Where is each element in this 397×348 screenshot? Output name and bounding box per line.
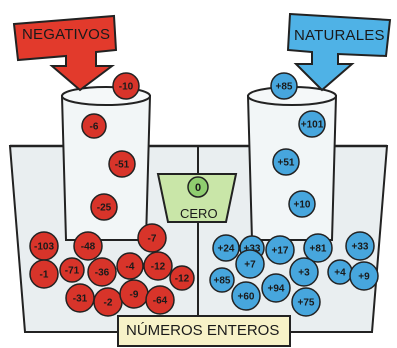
- positive-ball-label: +85: [276, 82, 293, 93]
- positive-ball-label: +7: [244, 260, 256, 271]
- positive-ball-label: +75: [298, 298, 315, 309]
- negative-ball-label: -1: [40, 270, 49, 281]
- negatives-arrow: [12, 14, 118, 92]
- positive-ball-label: +51: [278, 158, 295, 169]
- negative-ball: [143, 251, 173, 281]
- negative-ball: [112, 72, 140, 100]
- positive-ball: [291, 287, 321, 317]
- zero-cup: [156, 173, 238, 223]
- negative-ball-label: -36: [95, 268, 110, 279]
- negative-ball: [90, 193, 118, 221]
- integers-label: NÚMEROS ENTEROS: [126, 322, 280, 339]
- negative-ball-label: -12: [151, 262, 166, 273]
- negative-ball: [59, 257, 85, 283]
- positive-ball-label: +17: [272, 246, 289, 257]
- negative-ball: [73, 231, 103, 261]
- positive-ball-label: +33: [352, 242, 369, 253]
- negative-ball: [108, 150, 136, 178]
- positive-ball: [212, 234, 240, 262]
- negative-ball-label: -10: [119, 82, 134, 93]
- positive-ball: [303, 233, 333, 263]
- negative-ball: [169, 265, 195, 291]
- positive-ball: [209, 267, 235, 293]
- positive-ball-label: +85: [214, 276, 231, 287]
- positive-ball-label: +4: [334, 268, 346, 279]
- zero-label: CERO: [180, 206, 218, 221]
- negative-ball-label: -31: [73, 294, 88, 305]
- positive-ball-label: +10: [294, 200, 311, 211]
- positive-ball: [272, 148, 300, 176]
- negative-ball-label: -103: [34, 242, 54, 253]
- negative-ball-label: -7: [148, 234, 157, 245]
- positive-ball-label: +81: [310, 244, 327, 255]
- negatives-label: NEGATIVOS: [22, 26, 111, 43]
- positive-ball: [235, 249, 265, 279]
- negative-ball: [137, 223, 167, 253]
- integers-banner: [117, 315, 291, 347]
- negative-ball-label: -6: [90, 122, 99, 133]
- positive-ball: [349, 261, 379, 291]
- positive-ball: [298, 110, 326, 138]
- negative-ball: [81, 113, 107, 139]
- negative-ball-label: -12: [175, 274, 190, 285]
- positive-ball-label: +3: [298, 268, 310, 279]
- naturals-arrow: [286, 12, 392, 92]
- negative-ball: [116, 252, 144, 280]
- negative-ball-label: -25: [97, 203, 112, 214]
- naturals-label: NATURALES: [294, 27, 385, 44]
- negative-ball-label: -51: [115, 160, 130, 171]
- positive-ball-label: +33: [244, 244, 261, 255]
- positive-ball-label: +101: [301, 120, 324, 131]
- negative-ball: [87, 257, 117, 287]
- positive-ball: [265, 235, 295, 265]
- positive-ball: [261, 273, 291, 303]
- negative-ball-label: -71: [65, 266, 80, 277]
- negative-balls: -10 -6 -51 -25 -103 -48 -7 -1 -71 -36 -4 -12 -31 -2 -9…: [29, 72, 195, 317]
- negative-ball: [29, 259, 59, 289]
- positive-ball: [231, 281, 261, 311]
- positive-ball: [345, 231, 375, 261]
- positive-ball: [288, 190, 316, 218]
- zero-ball-label: 0: [195, 182, 201, 194]
- negative-ball-label: -4: [126, 262, 135, 273]
- negative-ball: [145, 285, 175, 315]
- positive-balls: +85 +101 +51 +10 +24 +33 +17 +81 +33 +7 +3 +4 +9 +85 +…: [209, 72, 379, 317]
- negative-ball-label: -64: [153, 296, 168, 307]
- zero-ball: [187, 176, 209, 198]
- positive-ball-label: +60: [238, 292, 255, 303]
- positive-ball-label: +94: [268, 284, 285, 295]
- positive-ball-label: +24: [218, 244, 235, 255]
- negative-ball-label: -2: [104, 298, 113, 309]
- negative-ball-label: -9: [130, 290, 139, 301]
- positive-ball-label: +9: [358, 272, 370, 283]
- positive-ball: [289, 257, 319, 287]
- negative-ball-label: -48: [81, 242, 96, 253]
- positive-ball: [270, 72, 298, 100]
